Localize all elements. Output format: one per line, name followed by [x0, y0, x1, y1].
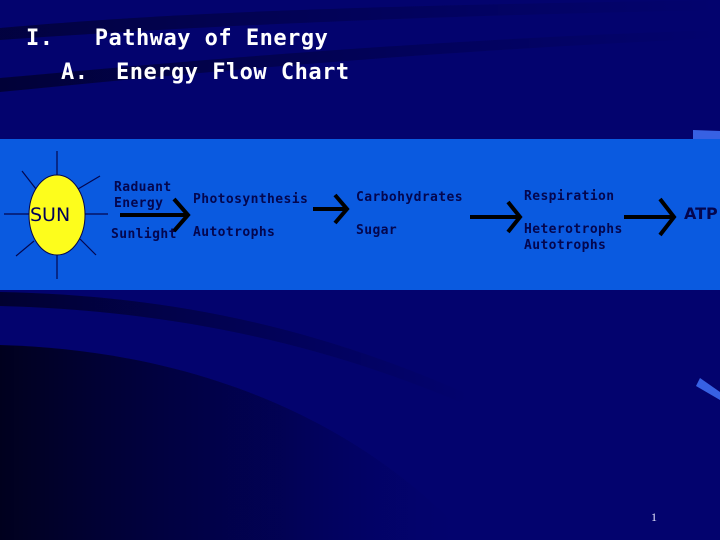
- sunlight-label: Sunlight: [111, 227, 177, 242]
- right-arrow-icon: [624, 197, 677, 237]
- autotrophs-label-2: Autotrophs: [524, 238, 607, 253]
- radiant-energy-label-line1: Raduant: [114, 180, 172, 195]
- right-arrow-icon: [120, 197, 191, 233]
- slide-subtitle: A. Energy Flow Chart: [61, 60, 350, 85]
- energy-flow-band: SUN Raduant Energy Sunlight Photosynthes…: [0, 139, 720, 290]
- heterotrophs-label: Heterotrophs: [524, 222, 623, 237]
- right-arrow-icon: [470, 200, 523, 234]
- atp-label: ATP: [684, 204, 718, 223]
- autotrophs-label-1: Autotrophs: [193, 225, 276, 240]
- photosynthesis-label: Photosynthesis: [193, 192, 309, 207]
- respiration-label: Respiration: [524, 189, 615, 204]
- right-arrow-icon: [313, 193, 350, 225]
- slide-title-block: I. Pathway of Energy A. Energy Flow Char…: [26, 22, 350, 90]
- sun-label: SUN: [30, 204, 71, 226]
- sun-icon: SUN: [4, 151, 108, 279]
- page-number: 1: [651, 510, 657, 524]
- slide-title: I. Pathway of Energy: [26, 26, 329, 51]
- sugar-label: Sugar: [356, 223, 398, 238]
- carbohydrates-label: Carbohydrates: [356, 190, 463, 205]
- radiant-energy-label-line2: Energy: [114, 196, 164, 211]
